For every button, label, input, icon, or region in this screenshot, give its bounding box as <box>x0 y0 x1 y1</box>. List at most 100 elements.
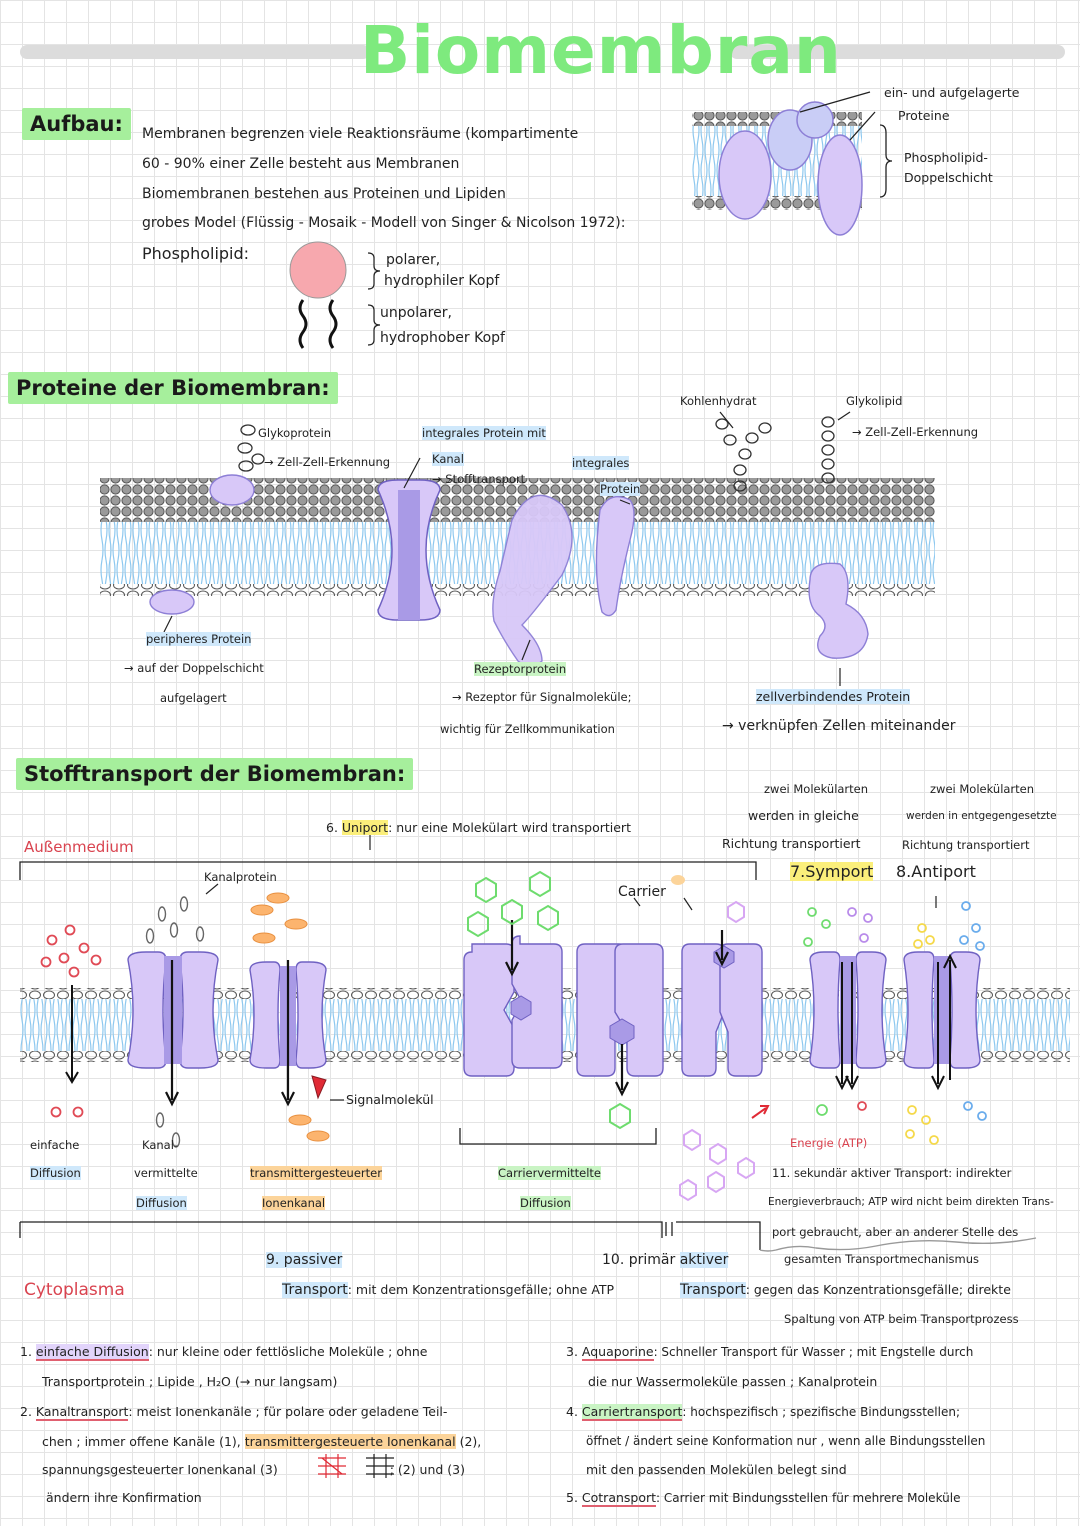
note-right-3: 4. Carriertransport: hochspezifisch ; sp… <box>566 1404 961 1421</box>
note-left-3-num: 2. <box>20 1404 36 1419</box>
note-right-5: mit den passenden Molekülen belegt sind <box>586 1462 847 1477</box>
einfache-label-1: einfache <box>30 1138 80 1152</box>
note-right-6-num: 5. <box>566 1490 582 1505</box>
note-left-3-term: Kanaltransport <box>35 1404 129 1421</box>
aussenmedium-label: Außenmedium <box>24 838 134 856</box>
antiport-desc-3: Richtung transportiert <box>902 838 1030 852</box>
note-left-2: Transportprotein ; Lipide , H₂O (→ nur l… <box>42 1374 338 1389</box>
note-left-5-b: ; (2) und (3) <box>385 1462 466 1477</box>
note-right-6-desc: : Carrier mit Bindungsstellen für mehrer… <box>656 1491 961 1505</box>
kanalvermittelt-label-1: Kanal- <box>142 1138 179 1152</box>
kanalvermittelt-label-3: Diffusion <box>136 1196 187 1210</box>
note-right-1-desc: : Schneller Transport für Wasser ; mit E… <box>653 1345 974 1359</box>
kanal-label-3: → Stofftransport <box>432 472 526 486</box>
aufbau-heading: Aufbau: <box>22 108 131 140</box>
note-right-3-desc: : hochspezifisch ; spezifische Bindungss… <box>682 1405 961 1419</box>
kanal-label-1: integrales Protein mit <box>422 426 546 440</box>
sekundaer-line-4: gesamten Transportmechanismus <box>784 1252 980 1266</box>
aktiv-term-2: Transport <box>680 1282 746 1298</box>
glykolipid-desc: → Zell-Zell-Erkennung <box>852 425 979 439</box>
note-left-1-term: einfache Diffusion <box>35 1344 149 1361</box>
glykolipid-label: Glykolipid <box>846 394 903 408</box>
note-left-5-a: spannungsgesteuerter Ionenkanal (3) <box>42 1462 278 1477</box>
aufbau-line-1: Membranen begrenzen viele Reaktionsräume… <box>142 126 579 142</box>
transport-membrane-illustration <box>19 828 1070 1478</box>
rezeptor-desc-2: wichtig für Zellkommunikation <box>440 722 615 736</box>
note-right-6: 5. Cotransport: Carrier mit Bindungsstel… <box>566 1490 961 1507</box>
channel-sketch-icon <box>318 1454 346 1478</box>
note-left-6: ändern ihre Konfirmation <box>46 1490 202 1505</box>
glykoprotein-label: Glykoprotein <box>258 426 332 440</box>
note-right-4: öffnet / ändert seine Konformation nur ,… <box>586 1434 986 1448</box>
note-right-1: 3. Aquaporine: Schneller Transport für W… <box>566 1344 974 1361</box>
note-right-3-term: Carriertransport <box>581 1404 683 1421</box>
aufbau-line-5: Phospholipid: <box>142 244 250 263</box>
note-right-2: die nur Wassermoleküle passen ; Kanalpro… <box>588 1374 878 1389</box>
integral-label-2: Protein <box>600 482 641 496</box>
note-left-3: 2. Kanaltransport: meist Ionenkanäle ; f… <box>20 1404 448 1421</box>
uniport-desc: : nur eine Molekülart wird transportiert <box>388 820 631 835</box>
antiport-desc-1: zwei Molekülarten <box>930 782 1035 796</box>
peripher-label: peripheres Protein <box>146 632 252 646</box>
kanalprotein-label: Kanalprotein <box>204 870 277 884</box>
cytoplasma-label: Cytoplasma <box>24 1280 125 1300</box>
rezeptor-desc-1: → Rezeptor für Signalmoleküle; <box>452 690 632 704</box>
uniport-text: 6. Uniport: nur eine Molekülart wird tra… <box>326 820 631 835</box>
passiv-term: 9. passiver <box>266 1252 343 1268</box>
symport-desc-1: zwei Molekülarten <box>764 782 869 796</box>
energie-label: Energie (ATP) <box>790 1136 868 1150</box>
proteine-heading: Proteine der Biomembran: <box>8 372 338 404</box>
aufbau-line-2: 60 - 90% einer Zelle besteht aus Membran… <box>142 156 460 172</box>
phospholipid-tail-label-1: unpolarer, <box>380 305 452 321</box>
aktiv-number: 10. primär <box>602 1252 676 1268</box>
carrier-label: Carrier <box>618 884 666 900</box>
aktiv-desc: : gegen das Konzentrationsgefälle; direk… <box>745 1282 1011 1297</box>
peripher-desc-1: → auf der Doppelschicht <box>124 661 264 675</box>
zellverbindend-desc: → verknüpfen Zellen miteinander <box>722 718 956 734</box>
zellverbindend-label: zellverbindendes Protein <box>756 689 911 704</box>
note-left-3-desc: : meist Ionenkanäle ; für polare oder ge… <box>128 1404 448 1419</box>
note-left-4: chen ; immer offene Kanäle (1), transmit… <box>42 1434 481 1449</box>
antiport-label: 8.Antiport <box>896 862 976 881</box>
note-left-5: spannungsgesteuerter Ionenkanal (3) ; (2… <box>42 1462 465 1477</box>
stofftransport-heading: Stofftransport der Biomembran: <box>16 758 414 790</box>
note-left-4-b: (2), <box>455 1434 482 1449</box>
uniport-number: 6. <box>326 820 342 835</box>
label-bilayer-2: Doppelschicht <box>904 170 993 185</box>
phospholipid-head-label-2: hydrophiler Kopf <box>384 273 500 289</box>
transmitter-label-2: Ionenkanal <box>262 1196 326 1210</box>
protein-membrane-illustration <box>100 411 935 686</box>
aktiv-line-1: 10. primär aktiver <box>602 1252 729 1268</box>
uniport-term: Uniport <box>341 820 389 835</box>
sekundaer-line-1: 11. sekundär aktiver Transport: indirekt… <box>772 1166 1012 1180</box>
carriervermittelt-label-1: Carriervermittelte <box>498 1166 602 1180</box>
aufbau-line-3: Biomembranen bestehen aus Proteinen und … <box>142 186 506 202</box>
note-left-1-num: 1. <box>20 1344 36 1359</box>
label-proteins-1: ein- und aufgelagerte <box>884 85 1020 100</box>
passiv-term-2: Transport <box>282 1282 348 1298</box>
note-left-1-desc: : nur kleine oder fettlösliche Moleküle … <box>148 1344 428 1359</box>
aktiv-line-3: Spaltung von ATP beim Transportprozess <box>784 1312 1019 1326</box>
signalmolekuel-label: Signalmolekül <box>346 1092 434 1107</box>
note-left-1: 1. einfache Diffusion: nur kleine oder f… <box>20 1344 428 1361</box>
carriervermittelt-label-2: Diffusion <box>520 1196 571 1210</box>
einfache-label-2: Diffusion <box>30 1166 81 1180</box>
aktiv-term: aktiver <box>679 1252 729 1268</box>
sekundaer-line-3: port gebraucht, aber an anderer Stelle d… <box>772 1225 1019 1239</box>
symport-label: 7.Symport <box>790 862 874 881</box>
kanal-label-2: Kanal <box>432 452 464 466</box>
note-right-1-term: Aquaporine <box>581 1344 654 1361</box>
title-bar-left <box>20 45 370 59</box>
antiport-desc-2: werden in entgegengesetzte <box>906 810 1057 822</box>
symport-desc-3: Richtung transportiert <box>722 836 861 851</box>
phospholipid-illustration <box>289 241 381 349</box>
kohlenhydrat-label: Kohlenhydrat <box>680 394 757 408</box>
aufbau-line-4: grobes Model (Flüssig - Mosaik - Modell … <box>142 215 626 231</box>
note-right-6-term: Cotransport <box>581 1490 657 1507</box>
sekundaer-line-2: Energieverbrauch; ATP wird nicht beim di… <box>768 1196 1054 1208</box>
label-proteins-2: Proteine <box>898 108 950 123</box>
passiv-line-2: Transport: mit dem Konzentrationsgefälle… <box>282 1282 614 1298</box>
label-bilayer-1: Phospholipid- <box>904 150 988 165</box>
note-right-3-num: 4. <box>566 1404 582 1419</box>
